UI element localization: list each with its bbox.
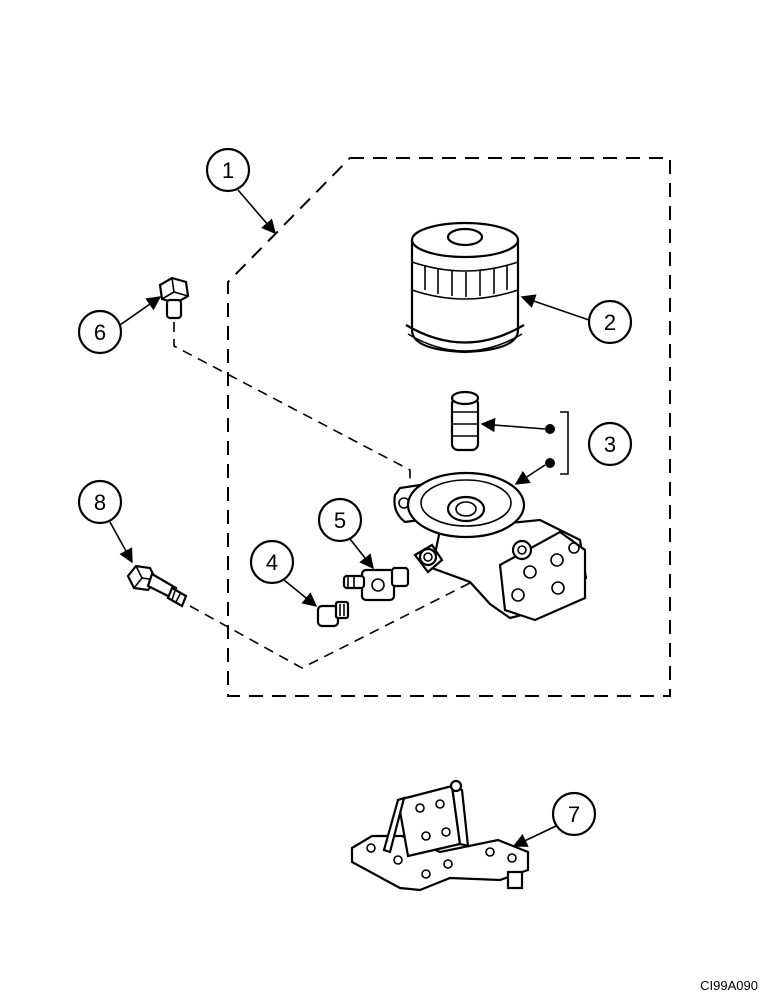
- callout-2-leader: [520, 294, 590, 321]
- mounting-bracket: [350, 779, 530, 892]
- callout-3-leader: [514, 464, 546, 485]
- callout-4[interactable]: 4: [249, 539, 295, 585]
- hex-bolt-short: [158, 276, 190, 320]
- svg-text:2: 2: [604, 310, 616, 335]
- callout-4-leader: [283, 579, 318, 607]
- callout-3-leader: [480, 417, 546, 433]
- callout-5-leader: [349, 538, 374, 570]
- svg-text:8: 8: [94, 490, 106, 515]
- svg-text:1: 1: [222, 158, 234, 183]
- callout-6-leader: [119, 296, 162, 326]
- callout-8-leader: [109, 521, 133, 564]
- callout-3-bracket: [560, 411, 569, 475]
- callout-3[interactable]: 3: [587, 421, 633, 467]
- svg-text:6: 6: [94, 320, 106, 345]
- plug: [316, 600, 350, 628]
- assembly-boundary: [227, 157, 671, 697]
- svg-text:5: 5: [334, 508, 346, 533]
- oil-filter: [405, 221, 525, 354]
- elbow-fitting: [342, 566, 410, 602]
- callout-5[interactable]: 5: [317, 497, 363, 543]
- bullet-dot: [545, 458, 555, 468]
- bolt-6-alignment-line: [173, 322, 411, 486]
- svg-text:7: 7: [568, 802, 580, 827]
- callout-7[interactable]: 7: [551, 791, 597, 837]
- svg-text:4: 4: [266, 550, 278, 575]
- callout-7-leader: [512, 825, 557, 847]
- callout-1[interactable]: 1: [205, 147, 251, 193]
- callout-2[interactable]: 2: [587, 299, 633, 345]
- callout-8[interactable]: 8: [77, 479, 123, 525]
- callout-1-leader: [237, 189, 276, 235]
- bolt-8-alignment-line: [189, 582, 471, 669]
- figure-id: CI99A090: [700, 978, 758, 993]
- callout-6[interactable]: 6: [77, 309, 123, 355]
- hex-bolt-long: [126, 564, 188, 608]
- bullet-dot: [545, 424, 555, 434]
- filter-head: [393, 471, 588, 622]
- adapter-nipple: [450, 390, 480, 452]
- svg-text:3: 3: [604, 432, 616, 457]
